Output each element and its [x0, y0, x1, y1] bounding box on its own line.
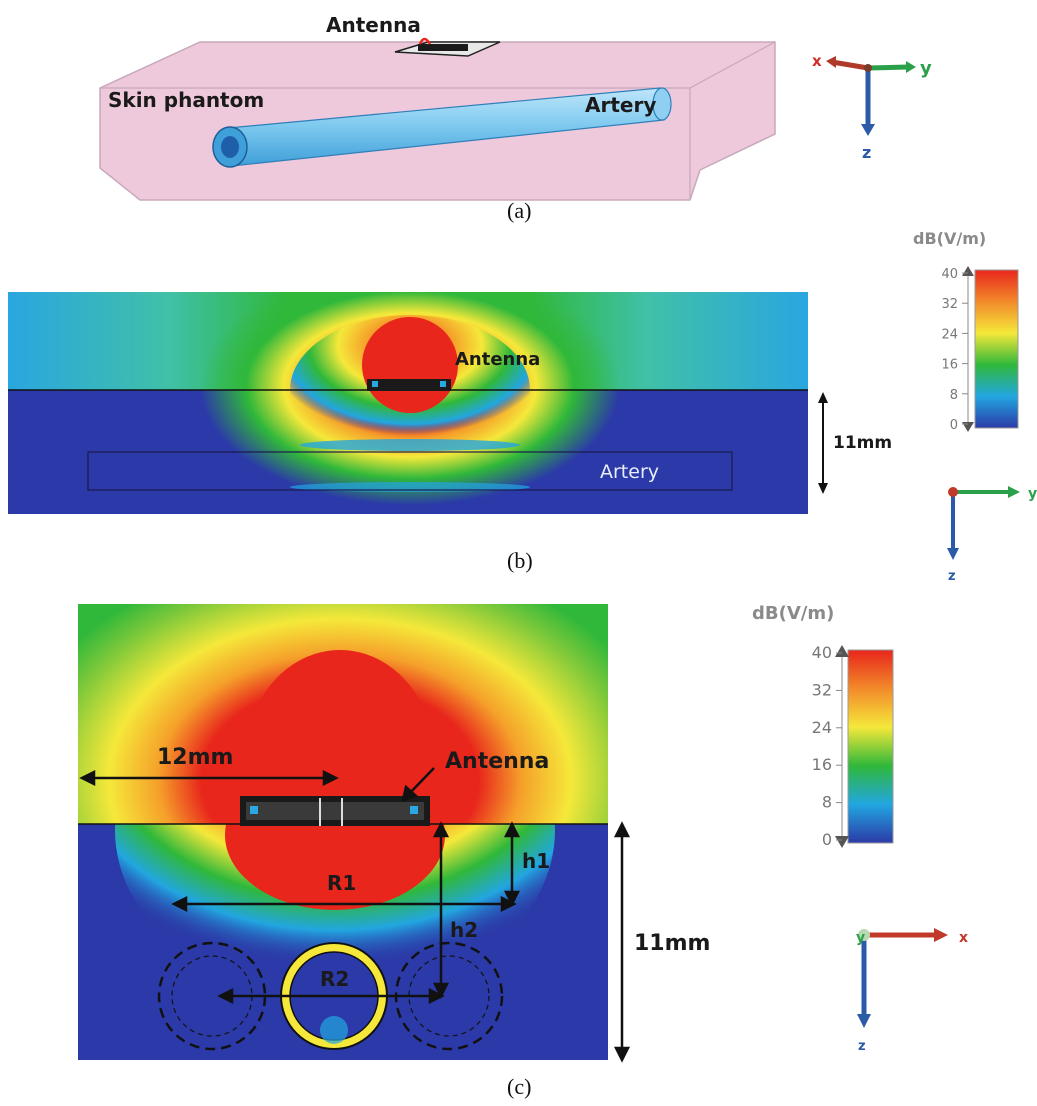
h2-label: h2 — [450, 918, 478, 942]
axis-triad-c: x y z — [856, 928, 968, 1054]
h1-label: h1 — [522, 849, 550, 873]
r1-label: R1 — [327, 871, 356, 895]
panel-b: Antenna Artery 11mm dB(V/m) 40 32 24 16 8 0 y… — [8, 229, 1037, 584]
axis-x-label: x — [812, 52, 822, 70]
colorbar-unit-b: dB(V/m) — [913, 229, 986, 248]
colorbar-c-tick-label: 8 — [822, 793, 832, 812]
axis-y-label: y — [920, 58, 932, 79]
antenna-model — [394, 37, 501, 57]
artery-label: Artery — [585, 93, 656, 117]
antenna-model-c — [240, 796, 430, 826]
antenna-label-c: Antenna — [445, 749, 549, 774]
depth-arrow-b — [818, 392, 828, 494]
axis-triad-a: x y z — [812, 52, 932, 162]
colorbar-b-tick-label: 24 — [941, 327, 958, 342]
depth-label-c: 11mm — [634, 931, 710, 956]
artery-tube — [212, 87, 672, 168]
colorbar-b: dB(V/m) 40 32 24 16 8 0 — [913, 229, 1019, 433]
artery-label-b: Artery — [600, 461, 659, 483]
colorbar-c-tick-label: 40 — [812, 643, 832, 662]
caption-a: (a) — [507, 198, 531, 223]
field-map-b — [8, 292, 808, 514]
colorbar-c-tick-label: 24 — [812, 718, 832, 737]
colorbar-b-tick-label: 16 — [941, 358, 958, 373]
skin-phantom-label: Skin phantom — [108, 88, 264, 112]
caption-b: (b) — [507, 548, 533, 573]
axis-triad-b: y z — [947, 486, 1037, 584]
r2-label: R2 — [320, 967, 349, 991]
colorbar-b-tick-label: 32 — [941, 297, 958, 312]
axis-y-label-b: y — [1028, 486, 1037, 502]
axis-z-label: z — [862, 143, 871, 162]
depth-label-b: 11mm — [833, 433, 892, 453]
caption-c: (c) — [507, 1074, 531, 1099]
panel-c: 12mm Antenna h1 R1 h2 R2 11mm dB(V/m) 40… — [78, 603, 968, 1099]
colorbar-c-tick-label: 32 — [812, 680, 832, 699]
colorbar-c-tick-label: 16 — [812, 755, 832, 774]
antenna-label: Antenna — [326, 13, 421, 37]
panel-a: Antenna Skin phantom Artery x y z (a) — [99, 13, 932, 223]
axis-z-label-c: z — [858, 1039, 866, 1054]
artery-outline-b — [87, 451, 733, 491]
width-label-c: 12mm — [157, 745, 233, 770]
axis-z-label-b: z — [948, 569, 956, 584]
colorbar-b-tick-label: 40 — [941, 267, 958, 282]
antenna-label-b: Antenna — [455, 349, 540, 370]
colorbar-c: dB(V/m) 40 32 24 16 8 0 — [752, 603, 894, 849]
colorbar-unit-c: dB(V/m) — [752, 603, 834, 624]
colorbar-b-tick-label: 8 — [950, 388, 958, 403]
colorbar-b-tick-label: 0 — [950, 418, 958, 433]
colorbar-c-tick-label: 0 — [822, 830, 832, 849]
axis-x-label-c: x — [959, 930, 968, 946]
axis-y-label-c: y — [856, 930, 865, 946]
antenna-model-b — [367, 379, 451, 391]
dimension-arrows-c — [79, 767, 631, 1063]
